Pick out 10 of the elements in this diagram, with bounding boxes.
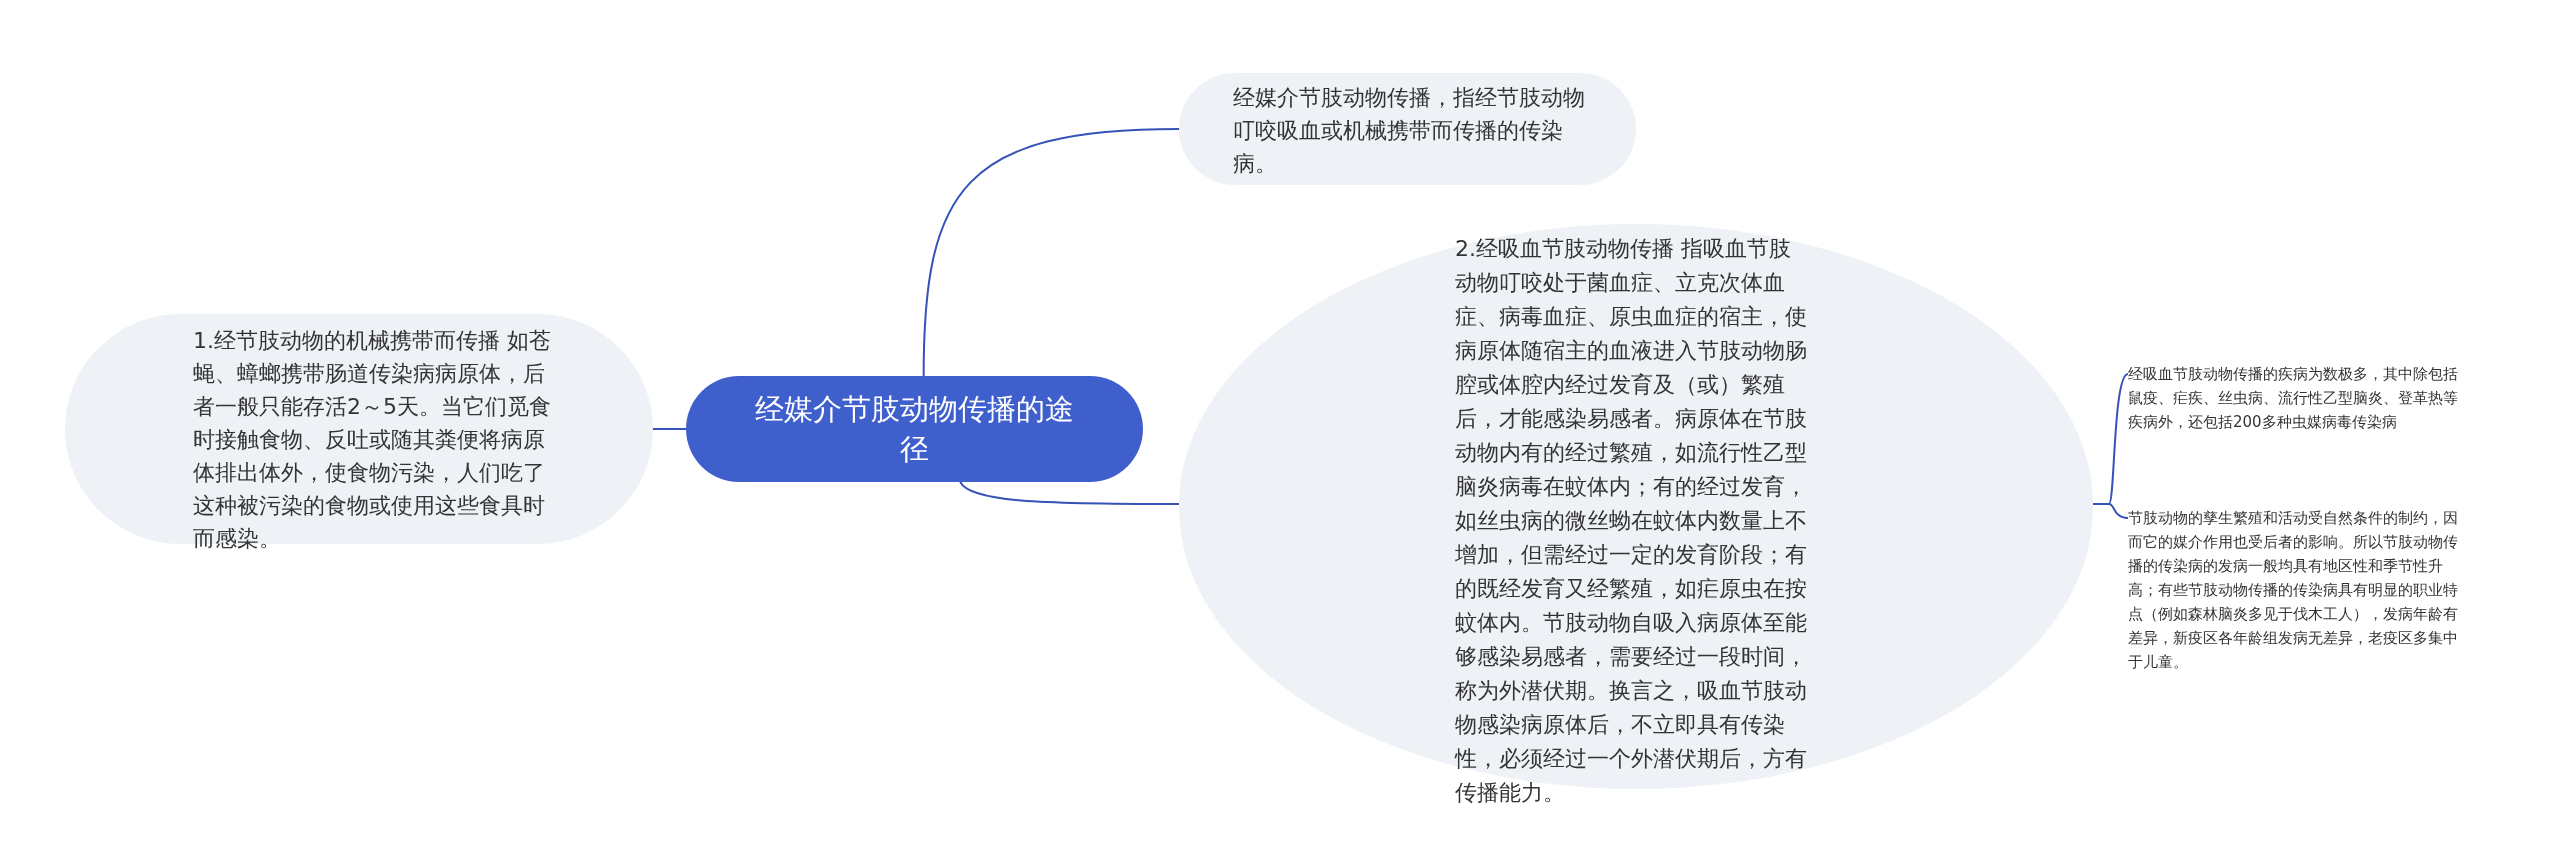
node-text: 经媒介节肢动物传播的途径 xyxy=(754,391,1075,468)
connector-line xyxy=(959,481,1180,505)
leaf-text: 节肢动物的孳生繁殖和活动受自然条件的制约，因而它的媒介作用也受后者的影响。所以节肢动物传播的传染病的发病一般均具有地区性和季节性升高；有些节肢动物传播的传染病具有明显的职业特点（例如森林脑炎多见于伐木工人），发病年龄有差异，新疫区各年龄组发病无差异，老疫区多集中于儿童。 xyxy=(2128,508,2459,673)
node-text: 1.经节肢动物的机械携带而传播 如苍蝇、蟑螂携带肠道传染病病原体，后者一般只能存活2～5天。当它们觅食时接触食物、反吐或随其粪便将病原体排出体外，使食物污染，人们吃了这种被污染的食物或使用这些食具时而感染。 xyxy=(193,327,552,553)
connector-line xyxy=(922,128,1180,377)
leaf-text: 经吸血节肢动物传播的疾病为数极多，其中除包括鼠疫、疟疾、丝虫病、流行性乙型脑炎、登革热等疾病外，还包括200多种虫媒病毒传染病 xyxy=(2128,364,2459,433)
node-text: 2.经吸血节肢动物传播 指吸血节肢动物叮咬处于菌血症、立克次体血症、病毒血症、原虫血症的宿主，使病原体随宿主的血液进入节肢动物肠腔或体腔内经过发育及（或）繁殖后，才能感染易感者。病原体在节肢动物内有的经过繁殖，如流行性乙型脑炎病毒在蚊体内；有的经过发育，如丝虫病的微丝蚴在蚊体内数量上不增加，但需经过一定的发育阶段；有的既经发育又经繁殖，如疟原虫在按蚊体内。节肢动物自吸入病原体至能够感染易感者，需要经过一段时间，称为外潜伏期。换言之，吸血节肢动物感染病原体后，不立即具有传染性，必须经过一个外潜伏期后，方有传播能力。 xyxy=(1455,235,1808,807)
connector-line xyxy=(652,428,687,430)
connector-line xyxy=(2092,503,2129,519)
node-text: 经媒介节肢动物传播，指经节肢动物叮咬吸血或机械携带而传播的传染病。 xyxy=(1233,84,1586,178)
